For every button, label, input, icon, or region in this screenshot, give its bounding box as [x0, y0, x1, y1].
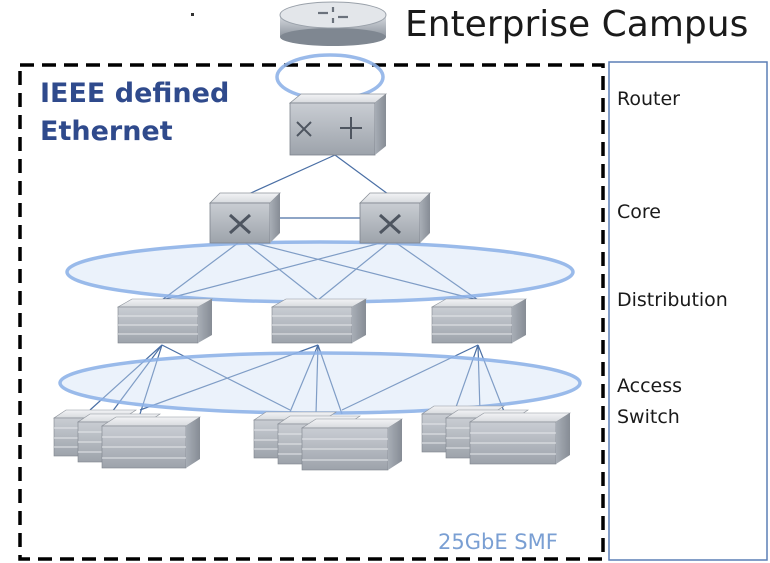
layer-label-router: Router — [617, 88, 680, 110]
router-icon — [279, 1, 387, 46]
distribution-switch-icon — [430, 298, 528, 344]
distribution-switches — [116, 298, 528, 344]
layer-labels-panel — [608, 61, 768, 561]
distribution-switch-icon — [270, 298, 368, 344]
access-ring — [58, 351, 582, 415]
ieee-boundary — [18, 63, 605, 561]
ieee-label: IEEE defined Ethernet — [40, 75, 229, 151]
access-switch-group-left — [53, 409, 202, 469]
layer-label-switch: Switch — [617, 406, 680, 428]
layer-label-access: Access — [617, 375, 683, 397]
distribution-ring — [65, 240, 575, 304]
edge-switch-icon — [288, 93, 388, 156]
media-label: 25GbE SMF — [438, 530, 558, 554]
stray-mark — [191, 13, 194, 16]
access-switch-group-right — [421, 405, 572, 465]
ieee-label-line2: Ethernet — [40, 116, 173, 147]
core-switch-right-icon — [359, 192, 431, 244]
distribution-switch-icon — [116, 298, 214, 344]
core-switch-left-icon — [209, 192, 281, 244]
access-switch-group-middle — [253, 411, 404, 471]
ieee-label-line1: IEEE defined — [40, 78, 230, 109]
access-switches — [53, 405, 572, 471]
router-ring — [275, 53, 385, 101]
layer-label-distribution: Distribution — [617, 289, 728, 311]
page-title: Enterprise Campus — [405, 4, 749, 45]
layer-label-core: Core — [617, 201, 661, 223]
links — [89, 154, 506, 415]
